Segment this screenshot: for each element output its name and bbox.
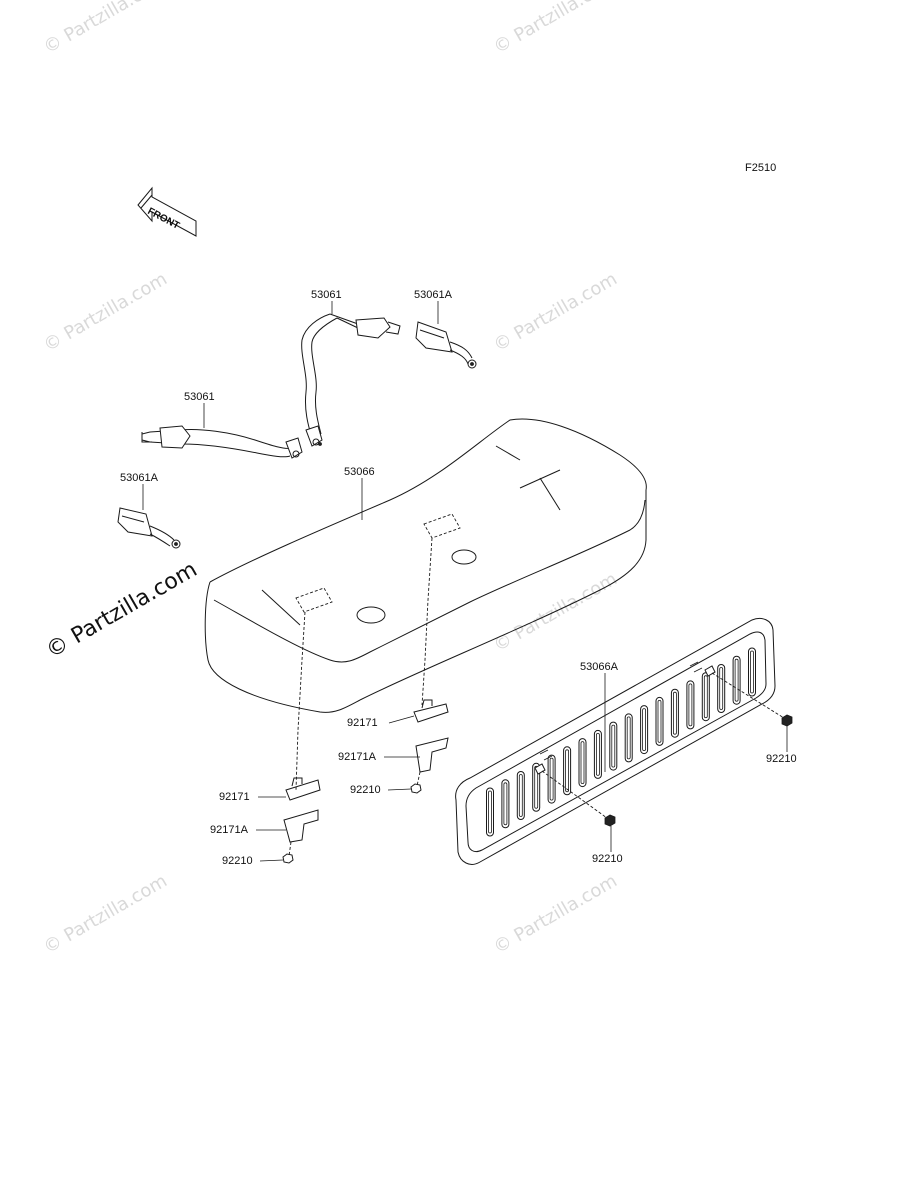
- vent-slot-inner: [626, 716, 631, 760]
- assembly-line: [421, 537, 433, 706]
- part-label-92171: 92171: [347, 717, 378, 729]
- buckle-left: [117, 507, 181, 549]
- vent-slot: [609, 721, 618, 771]
- bracket-a-left: [283, 809, 319, 843]
- part-label-53061a: 53061A: [414, 289, 452, 301]
- assembly-line: [295, 611, 306, 791]
- part-label-92210: 92210: [350, 784, 381, 796]
- bracket-a-center: [415, 737, 449, 773]
- vent-slot-inner: [688, 683, 693, 727]
- nut-back-bottom: [604, 814, 616, 827]
- nut-back-right: [781, 714, 793, 727]
- leader-lines: [142, 301, 788, 862]
- vent-slot-inner: [503, 782, 508, 826]
- vent-slot: [486, 787, 494, 837]
- seat-belt: [141, 313, 401, 459]
- front-arrow-icon: FRONT: [137, 186, 197, 237]
- part-label-53061: 53061: [184, 391, 215, 403]
- part-label-53061: 53061: [311, 289, 342, 301]
- vent-slot: [670, 688, 679, 738]
- vent-slot-inner: [580, 741, 585, 784]
- vent-slot: [655, 696, 664, 746]
- buckle-right: [415, 321, 477, 369]
- assembly-line: [288, 841, 292, 857]
- assembly-line: [541, 770, 608, 819]
- nut-center: [410, 783, 422, 794]
- seat-cushion: [204, 418, 647, 713]
- vent-slot-inner: [488, 790, 492, 834]
- vent-slot: [547, 754, 556, 804]
- vent-slot-inner: [750, 650, 754, 694]
- vent-slot: [717, 664, 726, 713]
- part-label-53061a: 53061A: [120, 472, 158, 484]
- bolt-back-right: [704, 665, 716, 677]
- vent-slot: [578, 738, 587, 788]
- bolt-back-left: [534, 763, 546, 775]
- vent-slot-inner: [673, 691, 677, 735]
- vent-slot: [701, 672, 710, 722]
- vent-slot-inner: [549, 757, 554, 801]
- vent-slot-inner: [703, 675, 708, 719]
- vent-slot: [501, 779, 510, 829]
- vent-slot-inner: [596, 733, 600, 776]
- vent-slot: [563, 746, 572, 796]
- seat-back-vents: [486, 647, 756, 837]
- vent-slot: [624, 713, 633, 763]
- part-label-53066: 53066: [344, 466, 375, 478]
- vent-slot: [748, 647, 756, 697]
- part-label-92171a: 92171A: [338, 751, 376, 763]
- vent-slot: [593, 729, 602, 779]
- vent-slot-inner: [657, 700, 662, 743]
- vent-slot: [532, 762, 541, 812]
- vent-slot-inner: [719, 667, 724, 710]
- part-label-92210: 92210: [222, 855, 253, 867]
- vent-slot: [686, 680, 695, 730]
- bracket-left: [285, 777, 321, 801]
- vent-slot-inner: [518, 774, 523, 817]
- nut-left: [282, 853, 294, 864]
- figure-code: F2510: [745, 162, 777, 174]
- bracket-center: [413, 699, 449, 723]
- part-label-92210: 92210: [592, 853, 623, 865]
- assembly-line: [711, 672, 785, 719]
- vent-slot-inner: [734, 658, 739, 702]
- part-label-92171: 92171: [219, 791, 250, 803]
- part-label-92210: 92210: [766, 753, 797, 765]
- vent-slot-inner: [565, 749, 569, 793]
- vent-slot-inner: [642, 708, 646, 751]
- vent-slot: [640, 705, 649, 755]
- vent-slot-inner: [534, 765, 539, 809]
- seat-back: [455, 617, 776, 865]
- assembly-line: [416, 771, 421, 787]
- vent-slot-inner: [611, 724, 616, 768]
- part-label-53066a: 53066A: [580, 661, 618, 673]
- vent-slot: [516, 771, 525, 820]
- part-label-92171a: 92171A: [210, 824, 248, 836]
- vent-slot: [732, 655, 741, 705]
